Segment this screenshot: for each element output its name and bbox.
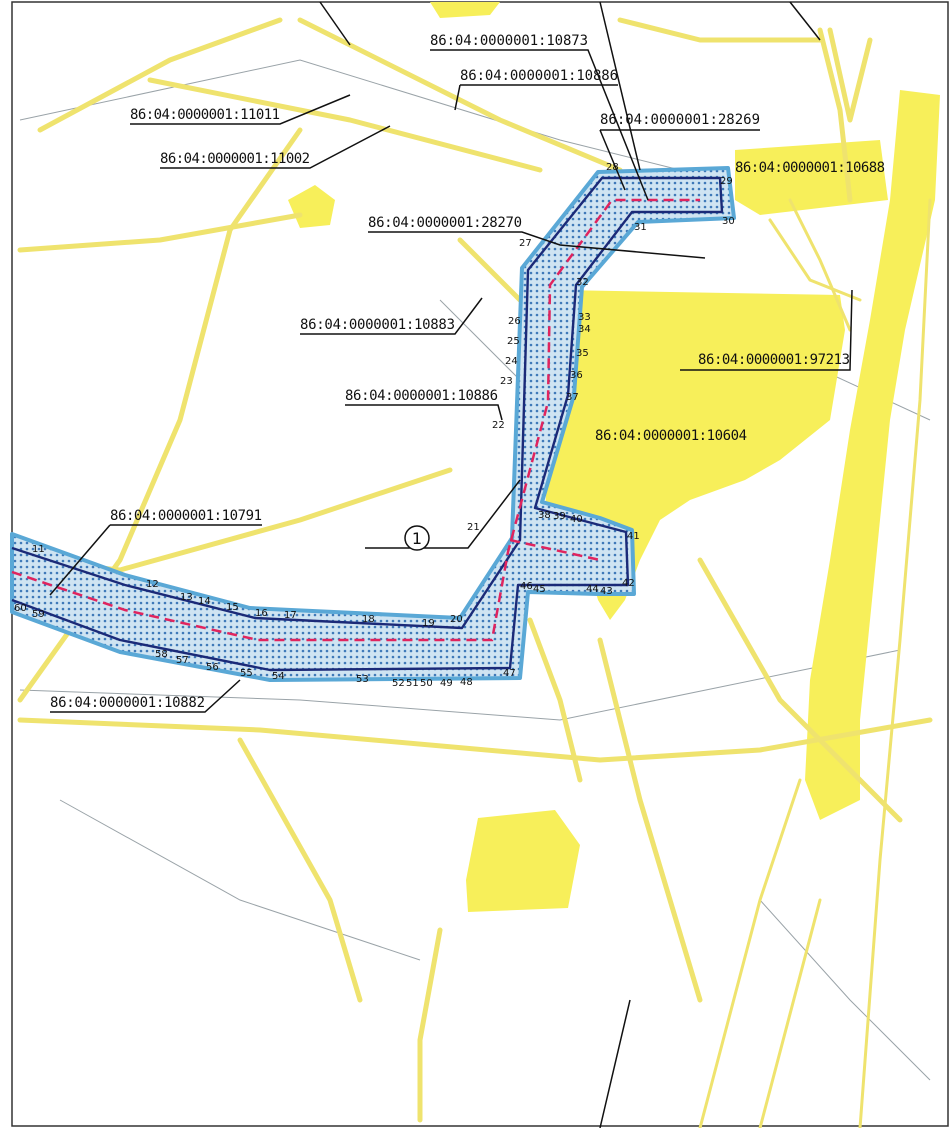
- point-labels: 11 12 13 14 15 16 17 18 19 20 21 22 23 2…: [14, 162, 735, 689]
- point-label: 35: [576, 348, 589, 359]
- point-label: 51: [406, 678, 419, 689]
- point-label: 29: [720, 176, 733, 187]
- point-label: 59: [32, 609, 45, 620]
- point-label: 57: [176, 655, 189, 666]
- point-label: 33: [578, 312, 591, 323]
- parcel-label: 86:04:0000001:10886: [345, 388, 498, 404]
- point-label: 49: [440, 678, 453, 689]
- point-label: 36: [570, 370, 583, 381]
- parcel-label: 86:04:0000001:10604: [595, 428, 747, 444]
- point-label: 43: [600, 586, 613, 597]
- point-label: 54: [272, 671, 285, 682]
- parcel-label: 86:04:0000001:11011: [130, 107, 280, 123]
- point-label: 58: [155, 649, 168, 660]
- parcel-label: 86:04:0000001:10882: [50, 695, 205, 711]
- point-label: 47: [503, 668, 516, 679]
- point-label: 11: [32, 544, 45, 555]
- point-label: 34: [578, 324, 591, 335]
- point-label: 48: [460, 677, 473, 688]
- point-label: 40: [570, 514, 583, 525]
- point-label: 14: [198, 596, 211, 607]
- parcel-label: 86:04:0000001:28270: [368, 215, 522, 231]
- parcel-label: 86:04:0000001:28269: [600, 112, 760, 128]
- point-label: 37: [566, 392, 579, 403]
- point-label: 12: [146, 579, 159, 590]
- parcel-label: 86:04:0000001:10873: [430, 33, 588, 49]
- point-label: 30: [722, 216, 735, 227]
- point-label: 23: [500, 376, 513, 387]
- point-label: 32: [576, 277, 589, 288]
- point-label: 28: [606, 162, 619, 173]
- point-label: 16: [255, 608, 268, 619]
- point-label: 45: [533, 584, 546, 595]
- parcel-label: 86:04:0000001:10883: [300, 317, 455, 333]
- point-label: 60: [14, 603, 27, 614]
- point-label: 38: [538, 510, 551, 521]
- point-label: 50: [420, 678, 433, 689]
- parcel-label: 86:04:0000001:97213: [698, 352, 850, 368]
- point-label: 15: [226, 602, 239, 613]
- parcel-east-strip: [805, 90, 940, 820]
- marker-circle: [404, 525, 430, 551]
- point-label: 56: [206, 662, 219, 673]
- zone-marker: 1: [404, 525, 430, 551]
- point-label: 17: [284, 610, 297, 621]
- point-label: 26: [508, 316, 521, 327]
- background-linework: [19, 59, 931, 1081]
- point-label: 31: [634, 222, 647, 233]
- parcel-south-square: [466, 810, 580, 912]
- point-label: 55: [240, 668, 253, 679]
- corridor-centerline: [11, 198, 700, 642]
- point-label: 22: [492, 420, 505, 431]
- point-label: 39: [553, 511, 566, 522]
- parcel-label: 86:04:0000001:11002: [160, 151, 310, 167]
- point-label: 46: [520, 581, 533, 592]
- point-label: 24: [505, 356, 518, 367]
- point-label: 13: [180, 592, 193, 603]
- parcel-label: 86:04:0000001:10791: [110, 508, 262, 524]
- leader-lines: [49, 1, 853, 1128]
- point-label: 27: [519, 238, 532, 249]
- point-label: 44: [586, 584, 599, 595]
- parcel-label: 86:04:0000001:10886: [460, 68, 618, 84]
- point-label: 52: [392, 678, 405, 689]
- corridor-buffer: [10, 166, 736, 682]
- parcel-north-blob: [430, 2, 500, 18]
- point-label: 42: [622, 578, 635, 589]
- pipeline-corridor: [10, 166, 736, 682]
- point-label: 21: [467, 522, 480, 533]
- marker-number: 1: [412, 529, 422, 548]
- point-label: 25: [507, 336, 520, 347]
- parcel-labels: 86:04:0000001:10873 86:04:0000001:10886 …: [50, 33, 885, 711]
- point-label: 19: [422, 618, 435, 629]
- parcel-label: 86:04:0000001:10688: [735, 160, 885, 176]
- point-label: 18: [362, 614, 375, 625]
- point-label: 41: [627, 531, 640, 542]
- point-label: 53: [356, 674, 369, 685]
- point-label: 20: [450, 614, 463, 625]
